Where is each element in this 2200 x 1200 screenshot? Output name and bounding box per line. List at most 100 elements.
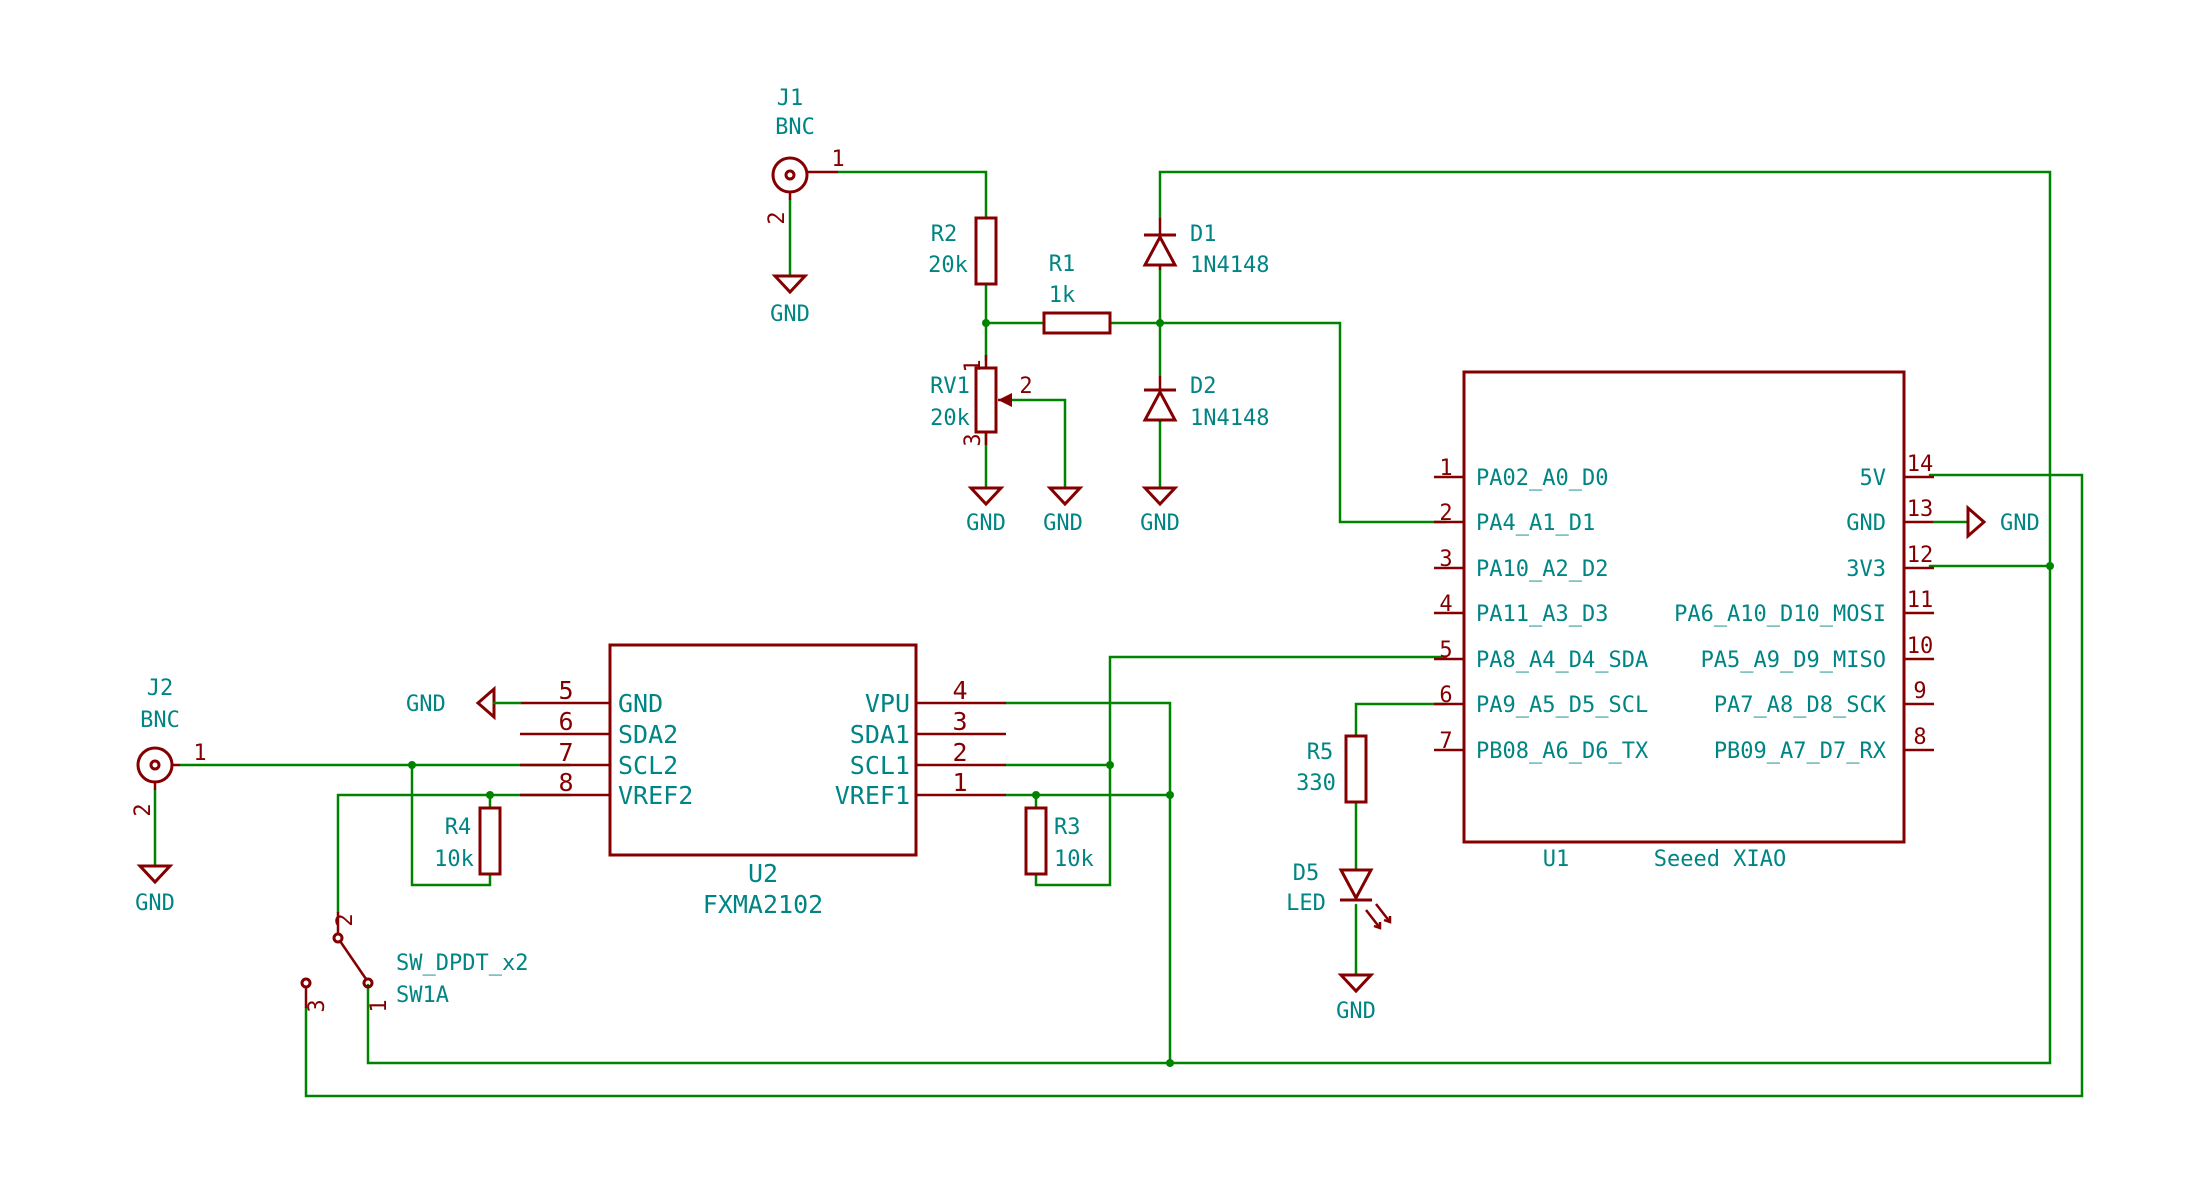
u1-pin-number: 7: [1439, 729, 1452, 754]
u1-pin-name: PA4_A1_D1: [1476, 511, 1595, 536]
ic-u1[interactable]: 1 2 3 4 5 6 7 PA02_A0_D0 PA4_A1_D1 PA10_…: [1434, 370, 1934, 872]
junction-dot: [1166, 791, 1174, 799]
u1-pin-number: 3: [1439, 547, 1452, 572]
rv1-ref: RV1: [930, 374, 970, 399]
u1-pin-number: 4: [1439, 592, 1452, 617]
j1-ref: J1: [777, 86, 804, 111]
u1-pin-number: 13: [1907, 497, 1934, 522]
gnd-symbol-j2: GND: [135, 864, 175, 916]
u2-ref: U2: [748, 859, 778, 888]
wire-scl: [1354, 702, 1448, 738]
u2-pin-number: 8: [558, 768, 573, 797]
gnd-label: GND: [1336, 999, 1376, 1024]
resistor-r4[interactable]: R4 10k: [434, 806, 502, 876]
d2-value: 1N4148: [1190, 406, 1269, 431]
potentiometer-rv1[interactable]: RV1 20k 1 2 3: [930, 355, 1033, 447]
switch-sw1a[interactable]: 2 3 1 SW_DPDT_x2 SW1A: [300, 912, 528, 1013]
u2-pin-name: SDA1: [850, 720, 910, 749]
junction-dot: [1032, 791, 1040, 799]
u1-pin-name: 5V: [1860, 466, 1887, 491]
u2-pin-number: 4: [952, 676, 967, 705]
u1-left-pins: 1 2 3 4 5 6 7 PA02_A0_D0 PA4_A1_D1 PA10_…: [1434, 456, 1649, 764]
u1-pin-number: 2: [1439, 501, 1452, 526]
gnd-label: GND: [406, 692, 446, 717]
u1-pin-name: PA11_A3_D3: [1476, 602, 1608, 627]
r4-ref: R4: [445, 815, 472, 840]
u2-pin-number: 2: [952, 738, 967, 767]
u2-pin-name: VREF2: [618, 781, 693, 810]
u2-pin-name: SCL1: [850, 751, 910, 780]
u1-pin-number: 9: [1913, 679, 1926, 704]
u1-pin-number: 5: [1439, 638, 1452, 663]
u1-pin-name: GND: [1846, 511, 1886, 536]
wire-rv1-wiper: [1008, 398, 1067, 490]
connector-j1[interactable]: J1 BNC 1 2: [765, 86, 845, 225]
u1-value: Seeed XIAO: [1654, 847, 1786, 872]
d2-ref: D2: [1190, 374, 1217, 399]
gnd-label: GND: [966, 511, 1006, 536]
u1-pin-name: 3V3: [1846, 557, 1886, 582]
u1-pin-number: 12: [1907, 543, 1934, 568]
junction-dot: [2046, 562, 2054, 570]
gnd-symbol-rv1: GND: [966, 486, 1006, 536]
sw1-pin3-number: 3: [305, 999, 330, 1012]
resistor-r1[interactable]: R1 1k: [1042, 252, 1112, 335]
diode-d2[interactable]: D2 1N4148: [1142, 374, 1269, 431]
r3-value: 10k: [1054, 847, 1094, 872]
u1-pin-number: 1: [1439, 456, 1452, 481]
r3-ref: R3: [1054, 815, 1081, 840]
r2-value: 20k: [928, 253, 968, 278]
u1-pin-name: PA5_A9_D9_MISO: [1701, 648, 1886, 673]
led-d5[interactable]: D5 LED: [1286, 861, 1392, 930]
u2-pin-name: SCL2: [618, 751, 678, 780]
d1-value: 1N4148: [1190, 253, 1269, 278]
gnd-symbol-u2: GND: [406, 685, 522, 721]
u2-pin-number: 3: [952, 707, 967, 736]
gnd-symbol-j1: GND: [770, 274, 810, 327]
u1-pin-name: PA02_A0_D0: [1476, 466, 1608, 491]
u1-right-pins: 14 13 12 11 10 9 8 5V GND 3V3 PA6_A10_D1…: [1674, 452, 1934, 764]
gnd-symbol-d5: GND: [1336, 973, 1376, 1024]
gnd-label: GND: [770, 302, 810, 327]
u1-pin-name: PA9_A5_D5_SCL: [1476, 693, 1648, 718]
diode-d1[interactable]: D1 1N4148: [1142, 218, 1269, 278]
u1-pin-number: 14: [1907, 452, 1934, 477]
u1-pin-name: PA10_A2_D2: [1476, 557, 1608, 582]
junction-dot: [982, 319, 990, 327]
r1-value: 1k: [1049, 283, 1076, 308]
r4-value: 10k: [434, 847, 474, 872]
u2-right-pins: 4 3 2 1 VPU SDA1 SCL1 VREF1: [835, 676, 1006, 810]
u1-pin-number: 6: [1439, 683, 1452, 708]
resistor-r5[interactable]: R5 330: [1296, 734, 1368, 804]
gnd-symbol-wiper: GND: [1043, 486, 1084, 536]
resistor-r3[interactable]: R3 10k: [1024, 806, 1094, 876]
gnd-symbol-d2: GND: [1140, 486, 1180, 536]
u1-pin-number: 11: [1907, 588, 1934, 613]
u1-pin-name: PA6_A10_D10_MOSI: [1674, 602, 1886, 627]
u1-pin-name: PB08_A6_D6_TX: [1476, 739, 1649, 764]
u1-pin-number: 10: [1907, 634, 1934, 659]
junction-dot: [1106, 761, 1114, 769]
resistor-r2[interactable]: R2 20k: [928, 216, 998, 286]
junction-dot: [1166, 1059, 1174, 1067]
u1-pin-name: PB09_A7_D7_RX: [1714, 739, 1887, 764]
r5-value: 330: [1296, 771, 1336, 796]
u1-pin-name: PA7_A8_D8_SCK: [1714, 693, 1887, 718]
wire-d1-top: [1158, 170, 2052, 1065]
junction-dot: [1156, 319, 1164, 327]
gnd-label: GND: [135, 891, 175, 916]
wire-r1-to-node: [1108, 321, 1448, 524]
sw1-value: SW_DPDT_x2: [396, 951, 528, 976]
gnd-label: GND: [2000, 511, 2040, 536]
gnd-label: GND: [1043, 511, 1083, 536]
connector-j2[interactable]: J2 BNC 1 2: [131, 676, 207, 817]
u2-pin-name: VREF1: [835, 781, 910, 810]
rv1-pin2-number: 2: [1019, 374, 1032, 399]
u2-left-pins: 5 6 7 8 GND SDA2 SCL2 VREF2: [520, 676, 693, 810]
ic-u2[interactable]: 5 6 7 8 GND SDA2 SCL2 VREF2 4 3 2 1 VPU …: [520, 643, 1006, 919]
r5-ref: R5: [1307, 740, 1334, 765]
j1-pin1-number: 1: [831, 147, 844, 172]
sw1-pin2-number: 2: [333, 913, 358, 926]
rv1-pin3-number: 3: [961, 433, 986, 446]
